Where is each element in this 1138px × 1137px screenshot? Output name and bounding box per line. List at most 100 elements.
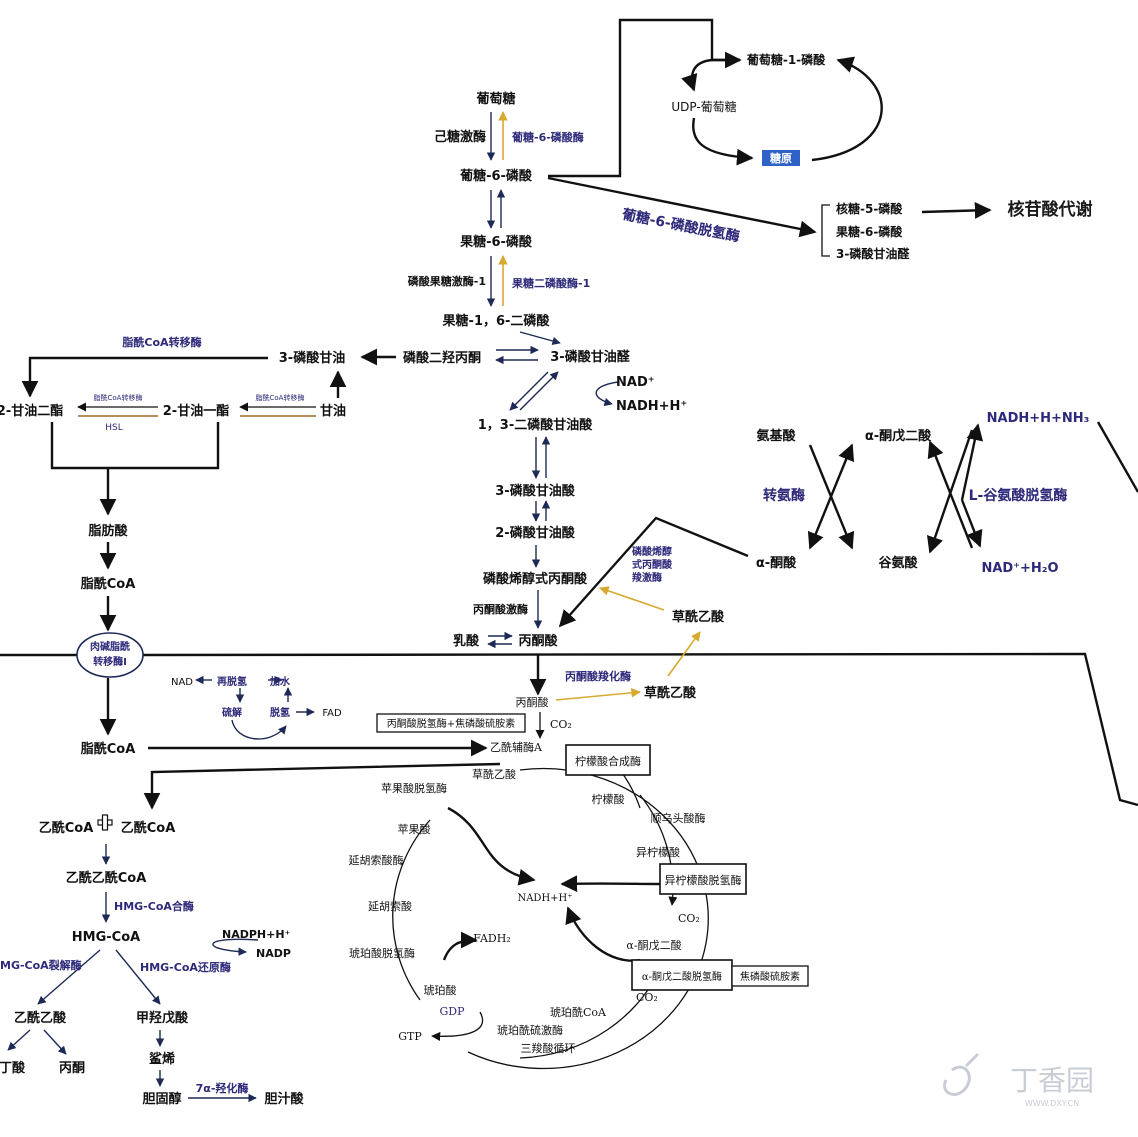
co2-1-label: CO₂ bbox=[678, 912, 700, 925]
pep-label: 磷酸烯醇式丙酮酸 bbox=[483, 571, 588, 587]
oaa-label: 草酰乙酸 bbox=[672, 609, 725, 625]
mdh-label: 苹果酸脱氢酶 bbox=[381, 781, 447, 795]
succinyl-coa-label: 琥珀酰CoA bbox=[550, 1005, 607, 1019]
acyl-coa-2-label: 脂酰CoA bbox=[80, 741, 136, 757]
cholesterol-label: 胆固醇 bbox=[142, 1091, 181, 1107]
nad-plus-label: NAD⁺ bbox=[616, 375, 655, 390]
r5p-label: 核糖-5-磷酸 bbox=[836, 201, 903, 216]
small-transferase-1-label: 脂酰CoA转移酶 bbox=[94, 393, 143, 402]
glucose-label: 葡萄糖 bbox=[475, 91, 515, 107]
acetyl-coa-b-label: 乙酰CoA bbox=[121, 820, 176, 836]
small-transferase-2-label: 脂酰CoA转移酶 bbox=[256, 393, 305, 402]
nad-h2o-label: NAD⁺+H₂O bbox=[981, 561, 1058, 576]
pdh-box bbox=[376, 713, 526, 733]
gdp-label: GDP bbox=[439, 1005, 465, 1018]
pg2-label: 2-磷酸甘油酸 bbox=[495, 525, 575, 541]
tpp-box bbox=[731, 965, 809, 987]
mevalonate-label: 甲羟戊酸 bbox=[136, 1010, 189, 1026]
akgdh-label: α-酮戊二酸脱氢酶 bbox=[642, 970, 722, 983]
hsl-label: HSL bbox=[105, 423, 123, 433]
acetoacetyl-coa-label: 乙酰乙酰CoA bbox=[66, 870, 147, 886]
pepck-line3: 羧激酶 bbox=[632, 571, 662, 584]
carnitine-transferase-ellipse bbox=[76, 632, 144, 678]
glycogen-box bbox=[762, 150, 800, 166]
nadp-label: NADP bbox=[256, 947, 291, 960]
nad-label: NAD bbox=[171, 677, 193, 688]
carnitine-transferase-line2: 转移酶I bbox=[93, 655, 127, 668]
tca-pyruvate-label: 丙酮酸 bbox=[516, 695, 549, 709]
oaa2-label: 草酰乙酸 bbox=[644, 685, 697, 701]
squalene-label: 鲨烯 bbox=[149, 1051, 175, 1067]
udp-glucose-label: UDP-葡萄糖 bbox=[671, 99, 736, 114]
pyruvate-kinase-label: 丙酮酸激酶 bbox=[473, 602, 528, 616]
f6p-label: 果糖-6-磷酸 bbox=[459, 234, 533, 250]
diacylglycerol-label: 2-甘油二酯 bbox=[0, 403, 63, 419]
f16bp-label: 果糖-1，6-二磷酸 bbox=[442, 313, 551, 329]
glu-dehydrogenase-label: L-谷氨酸脱氢酶 bbox=[969, 487, 1068, 504]
fadh2-label: FADH₂ bbox=[473, 932, 510, 945]
pdh-label: 丙酮酸脱氢酶+焦磷酸硫胺素 bbox=[387, 717, 515, 730]
acetyl-coa-a-label: 乙酰CoA bbox=[39, 820, 94, 836]
sck-label: 琥珀酰硫激酶 bbox=[497, 1023, 563, 1037]
citrate-synthase-label: 柠檬酸合成酶 bbox=[575, 754, 641, 768]
co2-top-label: CO₂ bbox=[550, 718, 572, 731]
idh-label: 异柠檬酸脱氢酶 bbox=[665, 873, 742, 887]
nadh-nh3-label: NADH+H+NH₃ bbox=[987, 411, 1090, 426]
pfk1-label: 磷酸果糖激酶-1 bbox=[408, 274, 486, 288]
hmg-lyase-label: MG-CoA裂解酶 bbox=[0, 958, 82, 972]
amino-acid-label: 氨基酸 bbox=[755, 428, 796, 444]
acetyl-coa-tca-label: 乙酰辅酶A bbox=[490, 740, 543, 754]
tca-akg-label: α-酮戊二酸 bbox=[626, 938, 681, 952]
redehydro-label: 再脱氢 bbox=[217, 675, 247, 688]
pepck-line1: 磷酸烯醇 bbox=[632, 545, 672, 558]
g3p-aldehyde-label: 3-磷酸甘油醛 bbox=[550, 349, 630, 365]
keto-acid-label: α-酮酸 bbox=[756, 555, 797, 571]
fumarase-label: 延胡索酸酶 bbox=[349, 853, 404, 867]
co2-2-label: CO₂ bbox=[636, 991, 658, 1004]
glycogen-label: 糖原 bbox=[770, 151, 792, 165]
succinate-label: 琥珀酸 bbox=[424, 983, 457, 997]
akg-amino-label: α-酮戊二酸 bbox=[865, 428, 932, 444]
tca-nadh-label: NADH+H⁺ bbox=[517, 893, 572, 904]
acetone-label: 丙酮 bbox=[59, 1061, 85, 1076]
arrows bbox=[0, 18, 1138, 1103]
pyruvate-carboxylase-label: 丙酮酸羧化酶 bbox=[565, 669, 631, 683]
acyl-transferase-label: 脂酰CoA转移酶 bbox=[121, 335, 201, 349]
sdh-label: 琥珀酸脱氢酶 bbox=[349, 946, 415, 960]
nadph-label: NADPH+H⁺ bbox=[222, 928, 291, 941]
glycerol-label: 甘油 bbox=[320, 403, 346, 419]
pyruvate-label: 丙酮酸 bbox=[518, 633, 558, 649]
glycerol3p-label: 3-磷酸甘油 bbox=[279, 350, 345, 366]
tpp-label: 焦磷酸硫胺素 bbox=[740, 970, 800, 983]
watermark-url: WWW.DXY.CN bbox=[1025, 1099, 1079, 1108]
malate-label: 苹果酸 bbox=[398, 822, 431, 836]
acetoacetate-label: 乙酰乙酸 bbox=[14, 1010, 67, 1026]
g1p-label: 葡萄糖-1-磷酸 bbox=[746, 52, 826, 67]
g6pase-label: 葡糖-6-磷酸酶 bbox=[511, 130, 584, 144]
hmg-synthase-label: HMG-CoA合酶 bbox=[114, 899, 194, 913]
lactate-label: 乳酸 bbox=[453, 633, 480, 649]
fad-label: FAD bbox=[322, 708, 342, 719]
gtp-label: GTP bbox=[398, 1030, 422, 1043]
g6p-label: 葡糖-6-磷酸 bbox=[459, 168, 533, 184]
hexokinase-label: 己糖激酶 bbox=[434, 129, 486, 145]
fumarate-label: 延胡索酸 bbox=[368, 899, 412, 913]
dhap-label: 磷酸二羟丙酮 bbox=[403, 350, 481, 366]
ppp-g3p-label: 3-磷酸甘油醛 bbox=[836, 246, 910, 261]
fatty-acid-label: 脂肪酸 bbox=[87, 523, 128, 539]
citrate-synthase-box bbox=[565, 744, 651, 776]
fbp1-label: 果糖二磷酸酶-1 bbox=[511, 276, 590, 290]
tca-cycle-name: 三羧酸循环 bbox=[521, 1041, 576, 1055]
butyrate-label: 丁酸 bbox=[0, 1060, 26, 1076]
hmg-reductase-label: HMG-CoA还原酶 bbox=[140, 960, 231, 974]
hmg-coa-label: HMG-CoA bbox=[72, 930, 140, 945]
dehydro-label: 脱氢 bbox=[270, 706, 290, 719]
bpg13-label: 1，3-二磷酸甘油酸 bbox=[478, 417, 593, 433]
pg3-label: 3-磷酸甘油酸 bbox=[495, 483, 575, 499]
dxy-logo-icon bbox=[943, 1052, 980, 1096]
aconitase-label: 顺乌头酸酶 bbox=[651, 811, 706, 825]
hydroxylase-label: 7α-羟化酶 bbox=[196, 1081, 249, 1095]
thiolysis-label: 硫解 bbox=[222, 706, 242, 719]
